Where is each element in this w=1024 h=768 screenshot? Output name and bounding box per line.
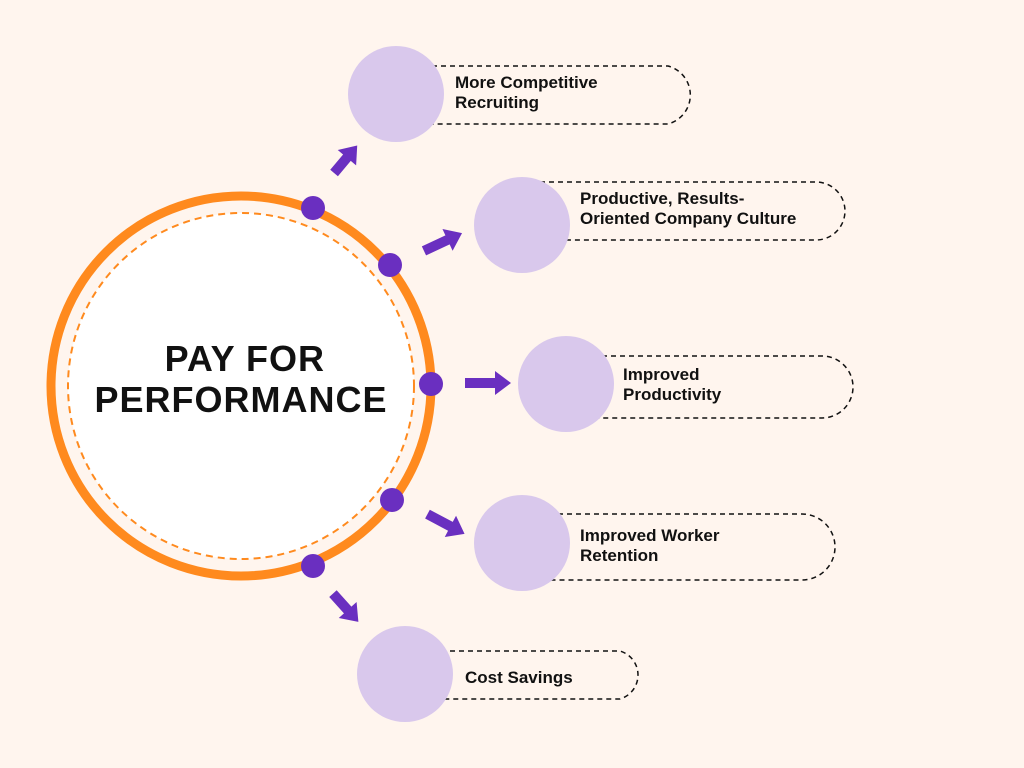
benefit-label-line-1: Improved: [623, 365, 700, 384]
hub-title: PAY FOR PERFORMANCE: [94, 338, 387, 420]
benefit-label-line-1: Cost Savings: [465, 668, 573, 687]
benefit-label: More Competitive Recruiting: [455, 73, 602, 112]
arrow-icon: [329, 590, 359, 622]
arrow-icon: [425, 509, 465, 537]
connector-dot: [419, 372, 443, 396]
benefit-label: Improved Worker Retention: [580, 526, 724, 565]
benefit-item-5: Cost Savings: [301, 554, 639, 722]
benefit-label-line-1: Productive, Results-: [580, 189, 744, 208]
benefit-label: Productive, Results- Oriented Company Cu…: [580, 189, 796, 228]
benefit-item-4: Improved Worker Retention: [380, 488, 836, 591]
benefit-bubble: [474, 495, 570, 591]
label-pill: [566, 355, 854, 419]
benefit-bubble: [474, 177, 570, 273]
label-pill: [522, 513, 836, 581]
hub-title-line-2: PERFORMANCE: [94, 379, 387, 420]
benefit-item-3: Improved Productivity: [419, 336, 854, 432]
benefit-label-line-2: Oriented Company Culture: [580, 209, 796, 228]
benefit-item-2: Productive, Results- Oriented Company Cu…: [378, 177, 846, 277]
hub-title-line-1: PAY FOR: [165, 338, 325, 379]
benefit-label-line-2: Productivity: [623, 385, 722, 404]
connector-dot: [301, 196, 325, 220]
connector-dot: [301, 554, 325, 578]
benefit-item-1: More Competitive Recruiting: [301, 46, 692, 220]
connector-dot: [380, 488, 404, 512]
benefit-label: Cost Savings: [465, 668, 573, 687]
benefit-bubble: [518, 336, 614, 432]
label-pill: [405, 650, 639, 700]
arrow-icon: [421, 229, 463, 256]
central-hub: PAY FOR PERFORMANCE: [46, 191, 436, 581]
benefit-bubble: [348, 46, 444, 142]
benefit-label: Improved Productivity: [623, 365, 722, 404]
benefit-label-line-1: More Competitive: [455, 73, 598, 92]
benefit-label-line-2: Recruiting: [455, 93, 539, 112]
connector-dot: [378, 253, 402, 277]
arrow-icon: [330, 145, 358, 177]
inner-dashed-ring: [67, 212, 415, 560]
arrow-icon: [465, 371, 511, 395]
benefit-label-line-2: Retention: [580, 546, 658, 565]
benefit-label-line-1: Improved Worker: [580, 526, 720, 545]
benefit-bubble: [357, 626, 453, 722]
label-pill: [396, 65, 692, 125]
